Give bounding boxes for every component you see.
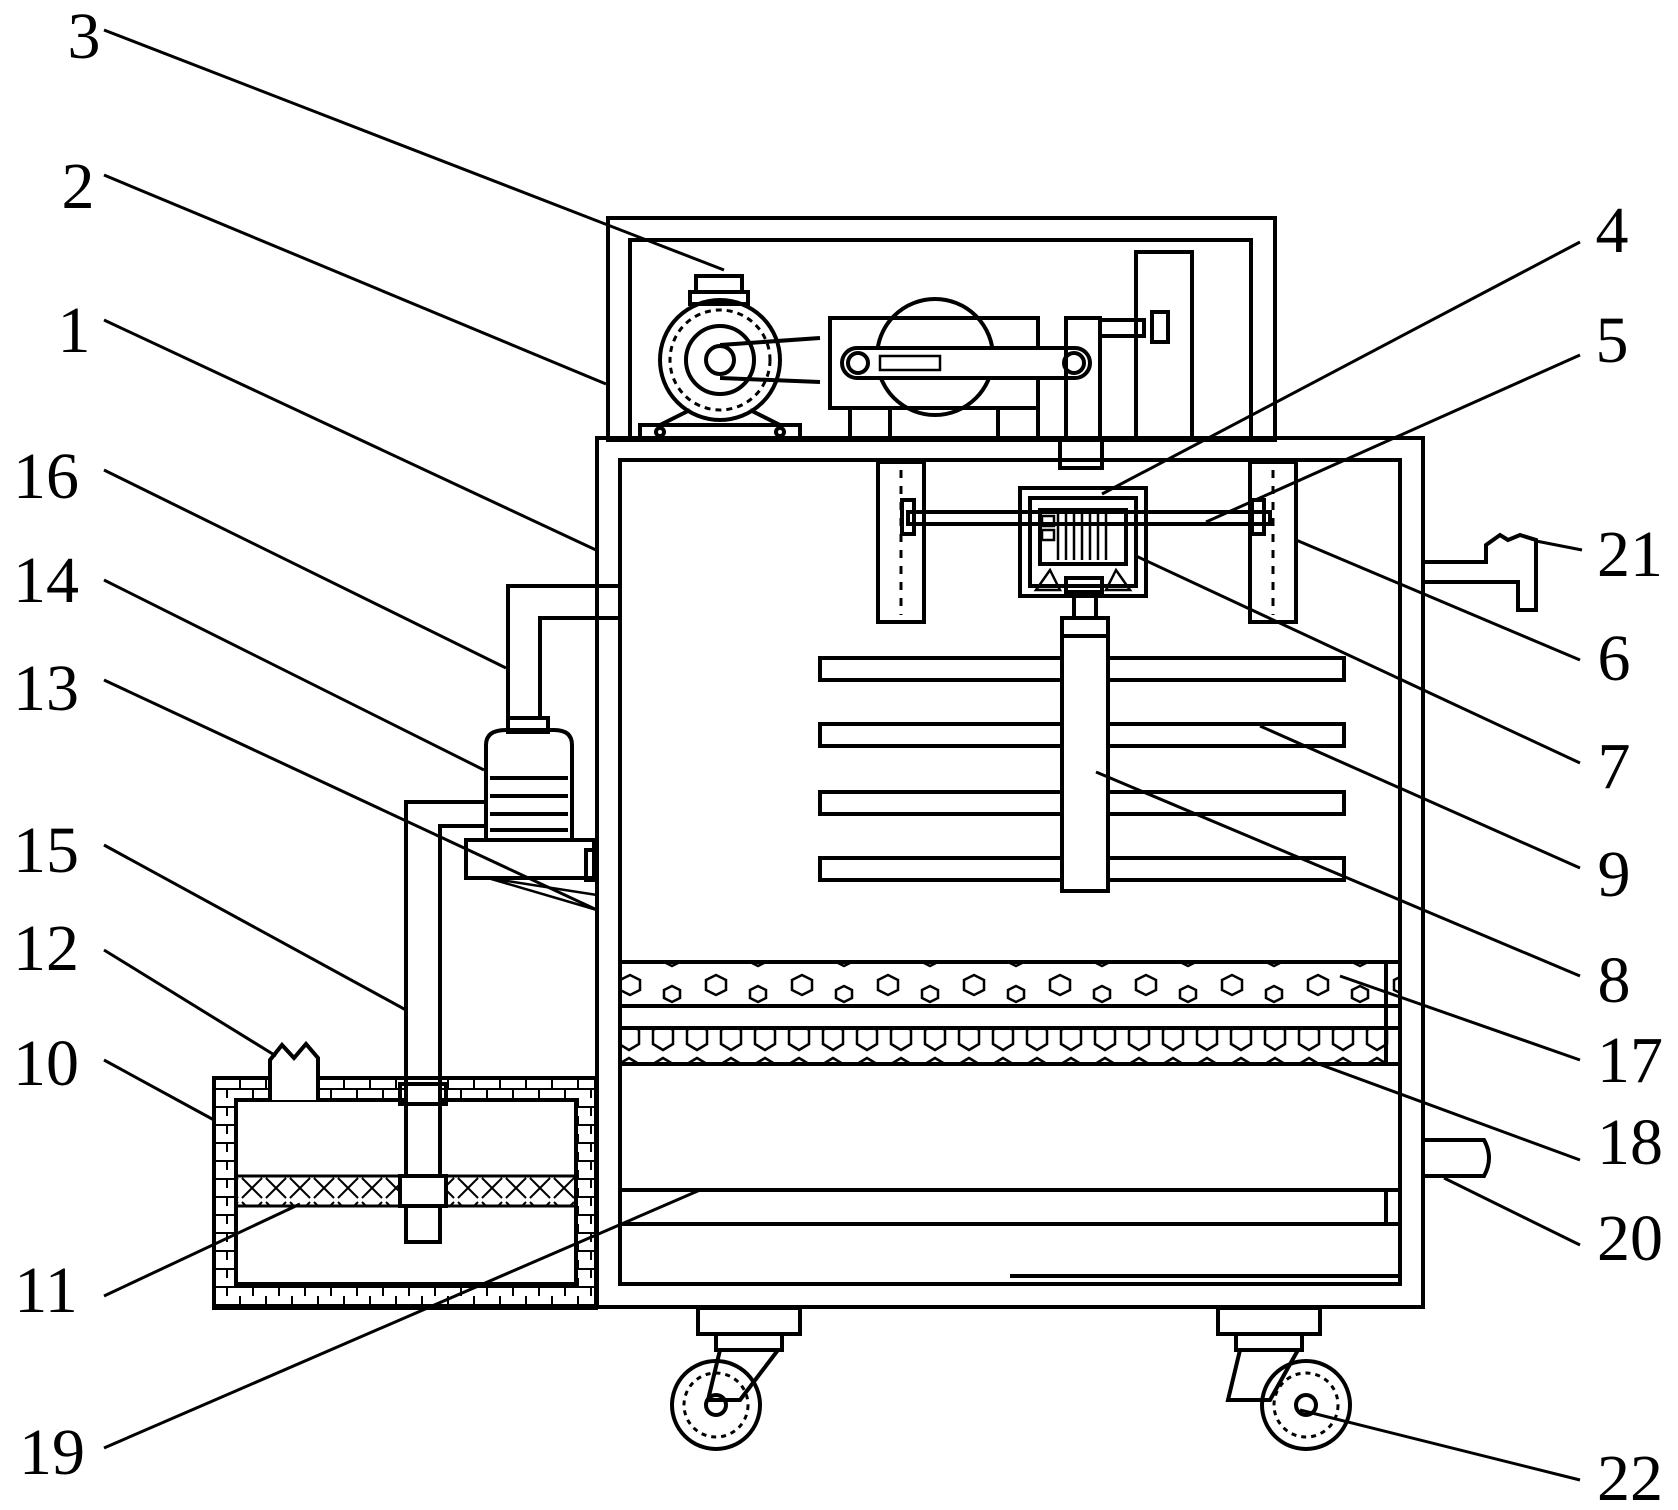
- part-labels: 3 2 1 16 14 13 15 12 10 11 19 4 5 21 6 7…: [13, 0, 1663, 1510]
- label-13: 13: [13, 652, 79, 725]
- label-14: 14: [13, 544, 79, 617]
- crank-mechanism: [828, 250, 1194, 440]
- label-1: 1: [58, 294, 91, 367]
- label-8: 8: [1598, 944, 1631, 1017]
- label-5: 5: [1596, 304, 1629, 377]
- label-18: 18: [1597, 1106, 1663, 1179]
- inlet-hopper: [1421, 532, 1538, 612]
- label-11: 11: [14, 1254, 78, 1327]
- label-12: 12: [13, 912, 79, 985]
- label-9: 9: [1598, 838, 1631, 911]
- label-7: 7: [1598, 730, 1631, 803]
- caster-wheels: [670, 1306, 1352, 1451]
- pump-and-pipes: [398, 584, 620, 1244]
- label-16: 16: [13, 440, 79, 513]
- leader-lines: [103, 28, 1583, 1482]
- label-17: 17: [1597, 1024, 1663, 1097]
- collection-plate: [618, 1188, 1402, 1278]
- label-4: 4: [1596, 194, 1629, 267]
- outlet-pipe: [1423, 1138, 1491, 1178]
- label-21: 21: [1597, 518, 1663, 591]
- label-6: 6: [1598, 622, 1631, 695]
- label-15: 15: [13, 814, 79, 887]
- label-2: 2: [62, 150, 95, 223]
- label-19: 19: [19, 1416, 85, 1489]
- stirring-shaft-paddles: [818, 594, 1346, 893]
- label-20: 20: [1597, 1202, 1663, 1275]
- guide-rails: [876, 460, 1298, 624]
- label-10: 10: [13, 1027, 79, 1100]
- label-3: 3: [68, 0, 101, 73]
- drive-motor-gear: [638, 274, 821, 441]
- crossbar-and-stir-motor: [900, 438, 1272, 598]
- filter-screens: [618, 960, 1402, 1066]
- label-22: 22: [1597, 1442, 1663, 1510]
